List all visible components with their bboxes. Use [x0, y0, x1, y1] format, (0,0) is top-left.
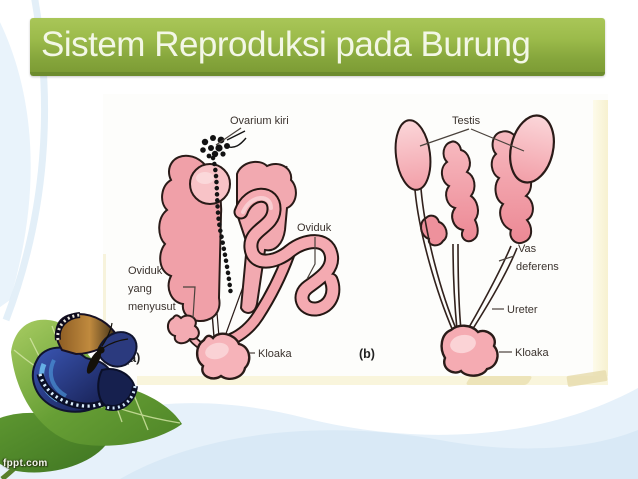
- bird-reproduction-diagram: Ovarium kiri Oviduk Oviduk yang menyusut…: [125, 114, 559, 380]
- pointer-oviduk-menyusut: [183, 286, 196, 319]
- forewing-edge-dark: [54, 312, 81, 341]
- label-ureter: Ureter: [507, 304, 538, 316]
- page-edge-right: [593, 100, 608, 385]
- beaded-strand: [210, 155, 234, 299]
- testis-right-shape: [509, 114, 555, 184]
- wing-sheen-2: [48, 359, 68, 398]
- watermark-fppt: fppt.com: [3, 458, 48, 469]
- butterfly-head: [97, 346, 105, 354]
- title-bar: Sistem Reproduksi pada Burung: [30, 18, 605, 76]
- oviduct-tube: [227, 249, 294, 344]
- label-kloaka-female: Kloaka: [258, 348, 293, 360]
- label-ovarium-kiri: Ovarium kiri: [230, 115, 289, 127]
- label-oviduk-menyusut-3: menyusut: [128, 301, 176, 313]
- ovary-follicle-shape: [189, 163, 231, 205]
- oviduct-highlight: [241, 196, 273, 214]
- swoosh-bottom-band-2: [120, 430, 638, 479]
- label-oviduk-menyusut-2: yang: [128, 283, 152, 295]
- label-kloaka-male: Kloaka: [515, 347, 550, 359]
- butterfly: [32, 312, 138, 413]
- pointer-ovarium: [215, 127, 242, 146]
- figure-panel: Ovarium kiri Oviduk Oviduk yang menyusut…: [103, 94, 608, 388]
- label-oviduk: Oviduk: [297, 222, 332, 234]
- page-edge-left: [103, 254, 106, 385]
- page-edge-bottom: [137, 376, 608, 385]
- label-vas-2: deferens: [516, 261, 559, 273]
- pointer-testis: [419, 128, 525, 152]
- shrunken-oviduct-shape: [167, 314, 200, 345]
- label-testis: Testis: [452, 115, 481, 127]
- oviduct-loops: [235, 189, 339, 315]
- wing-edge-dark-right: [105, 385, 138, 411]
- pointer-oviduk: [306, 237, 316, 280]
- label-oviduk-menyusut-1: Oviduk: [128, 265, 163, 277]
- cloaca-highlight-male: [450, 334, 476, 354]
- testis-left-shape: [394, 119, 432, 191]
- figure-letter-b: (b): [359, 347, 375, 361]
- wing-edge-spots: [38, 373, 114, 408]
- ovary-cluster-lines: [224, 130, 247, 148]
- pointer-vas-deferens: [498, 255, 515, 262]
- female-diagram: Ovarium kiri Oviduk Oviduk yang menyusut…: [125, 115, 341, 380]
- label-vas-1: Vas: [518, 243, 537, 255]
- swoosh-top-left: [0, 22, 31, 308]
- cloaca-highlight: [205, 342, 229, 360]
- butterfly-photo: [0, 312, 182, 479]
- slide-title: Sistem Reproduksi pada Burung: [41, 25, 531, 64]
- lobe-left-shape: [420, 214, 448, 247]
- butterfly-antennae: [101, 322, 129, 349]
- kidney-left-shape: [441, 140, 479, 243]
- male-diagram: Testis Vas deferens Ureter Kloaka (b): [359, 114, 559, 377]
- butterfly-forewing-right: [97, 331, 138, 368]
- butterfly-body: [86, 350, 102, 374]
- follicle-highlight: [196, 172, 214, 184]
